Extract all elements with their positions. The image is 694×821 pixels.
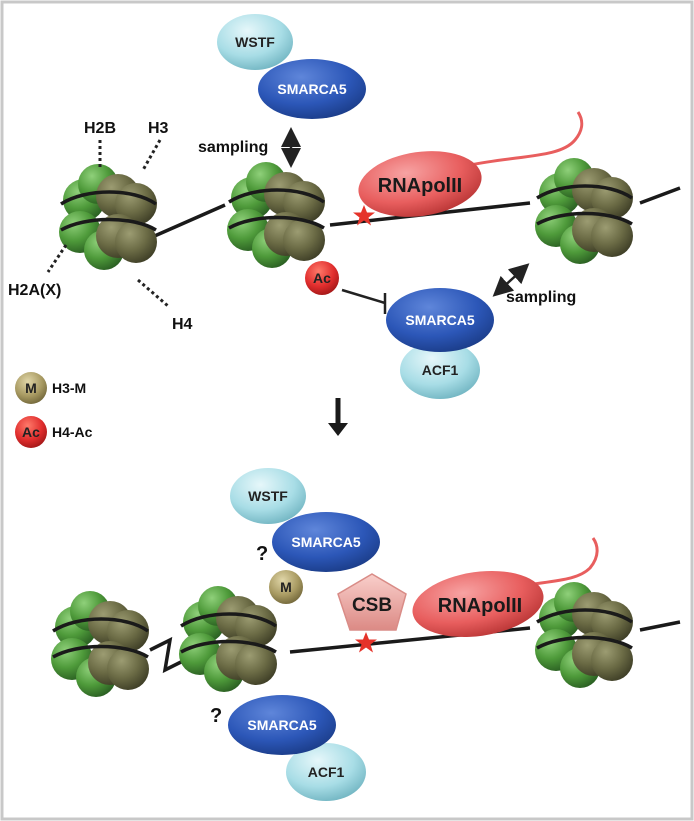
smarca5-bottom-upper — [272, 512, 380, 572]
acf1-top — [400, 341, 480, 399]
ac-mark-top — [305, 261, 339, 295]
csb-label: CSB — [352, 595, 392, 616]
h4-leader — [137, 278, 169, 308]
legend-m-symbol: M — [25, 380, 37, 396]
rnapol-top — [358, 151, 482, 217]
wstf-bottom-label: WSTF — [248, 488, 288, 504]
smarca5-top-lower-label: SMARCA5 — [405, 312, 474, 328]
smarca5-bottom-lower — [228, 695, 336, 755]
wstf-top-label: WSTF — [235, 34, 275, 50]
legend-ac-label: H4-Ac — [52, 424, 93, 440]
acf1-top-label: ACF1 — [422, 362, 459, 378]
m-mark-bottom — [269, 570, 303, 604]
rnapol-top-label: RNApolII — [378, 175, 462, 197]
h3-label: H3 — [148, 120, 169, 137]
arrow-icon — [328, 423, 348, 436]
ac-mark-top-label: Ac — [313, 270, 331, 286]
wstf-bottom — [230, 468, 306, 524]
sampling-upper-label: sampling — [198, 139, 268, 156]
legend-m-label: H3-M — [52, 380, 86, 396]
nucleosome-icon — [49, 589, 151, 699]
h2ax-leader — [46, 244, 68, 273]
smarca5-bottom-lower-label: SMARCA5 — [247, 717, 316, 733]
rna-transcript-top — [469, 111, 584, 167]
nucleosome-icon — [533, 580, 635, 690]
smarca5-top-lower — [386, 288, 494, 352]
question-mark-upper: ? — [256, 543, 268, 565]
arrow-icon — [492, 263, 530, 297]
wstf-top — [217, 14, 293, 70]
h2ax-label: H2A(X) — [8, 282, 61, 299]
acf1-bottom — [286, 743, 366, 801]
h3-leader — [141, 139, 162, 171]
nucleosome-icon — [57, 162, 159, 272]
question-mark-lower: ? — [210, 705, 222, 727]
smarca5-top-upper — [258, 59, 366, 119]
rnapol-bottom — [412, 571, 544, 637]
nucleosome-icon — [225, 160, 327, 270]
inhibition-line — [341, 288, 387, 314]
nucleosome-icon — [533, 156, 635, 266]
legend-m-icon — [15, 372, 47, 404]
acf1-bottom-label: ACF1 — [308, 764, 345, 780]
smarca5-bottom-upper-label: SMARCA5 — [291, 534, 360, 550]
sampling-lower-label: sampling — [506, 289, 576, 306]
legend-ac-symbol: Ac — [22, 424, 40, 440]
legend-ac-icon — [15, 416, 47, 448]
rnapol-bottom-label: RNApolII — [438, 595, 522, 617]
smarca5-top-upper-label: SMARCA5 — [277, 81, 346, 97]
h2b-label: H2B — [84, 120, 116, 137]
m-mark-bottom-label: M — [280, 579, 292, 595]
h4-label: H4 — [172, 316, 193, 333]
nucleosome-icon — [177, 584, 279, 694]
pentagon-icon — [337, 573, 407, 631]
